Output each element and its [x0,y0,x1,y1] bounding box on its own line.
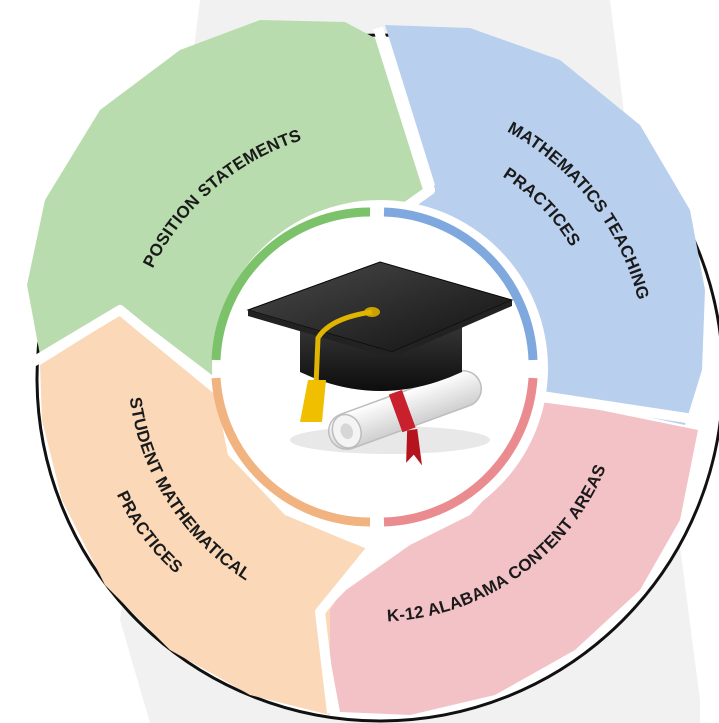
inner-arc-blue [383,207,538,361]
inner-ring [211,207,538,527]
segment-mathematics-teaching [385,25,705,425]
graduation-cap-and-diploma-icon [246,261,514,466]
segment-student-practices [40,315,370,715]
diploma-icon [327,370,483,466]
inner-arc-red [383,377,538,527]
segment-k12-content-areas [322,400,698,715]
inner-arc-green [211,207,371,361]
inner-arc-orange [211,377,371,527]
segment-position-statements [27,20,423,385]
